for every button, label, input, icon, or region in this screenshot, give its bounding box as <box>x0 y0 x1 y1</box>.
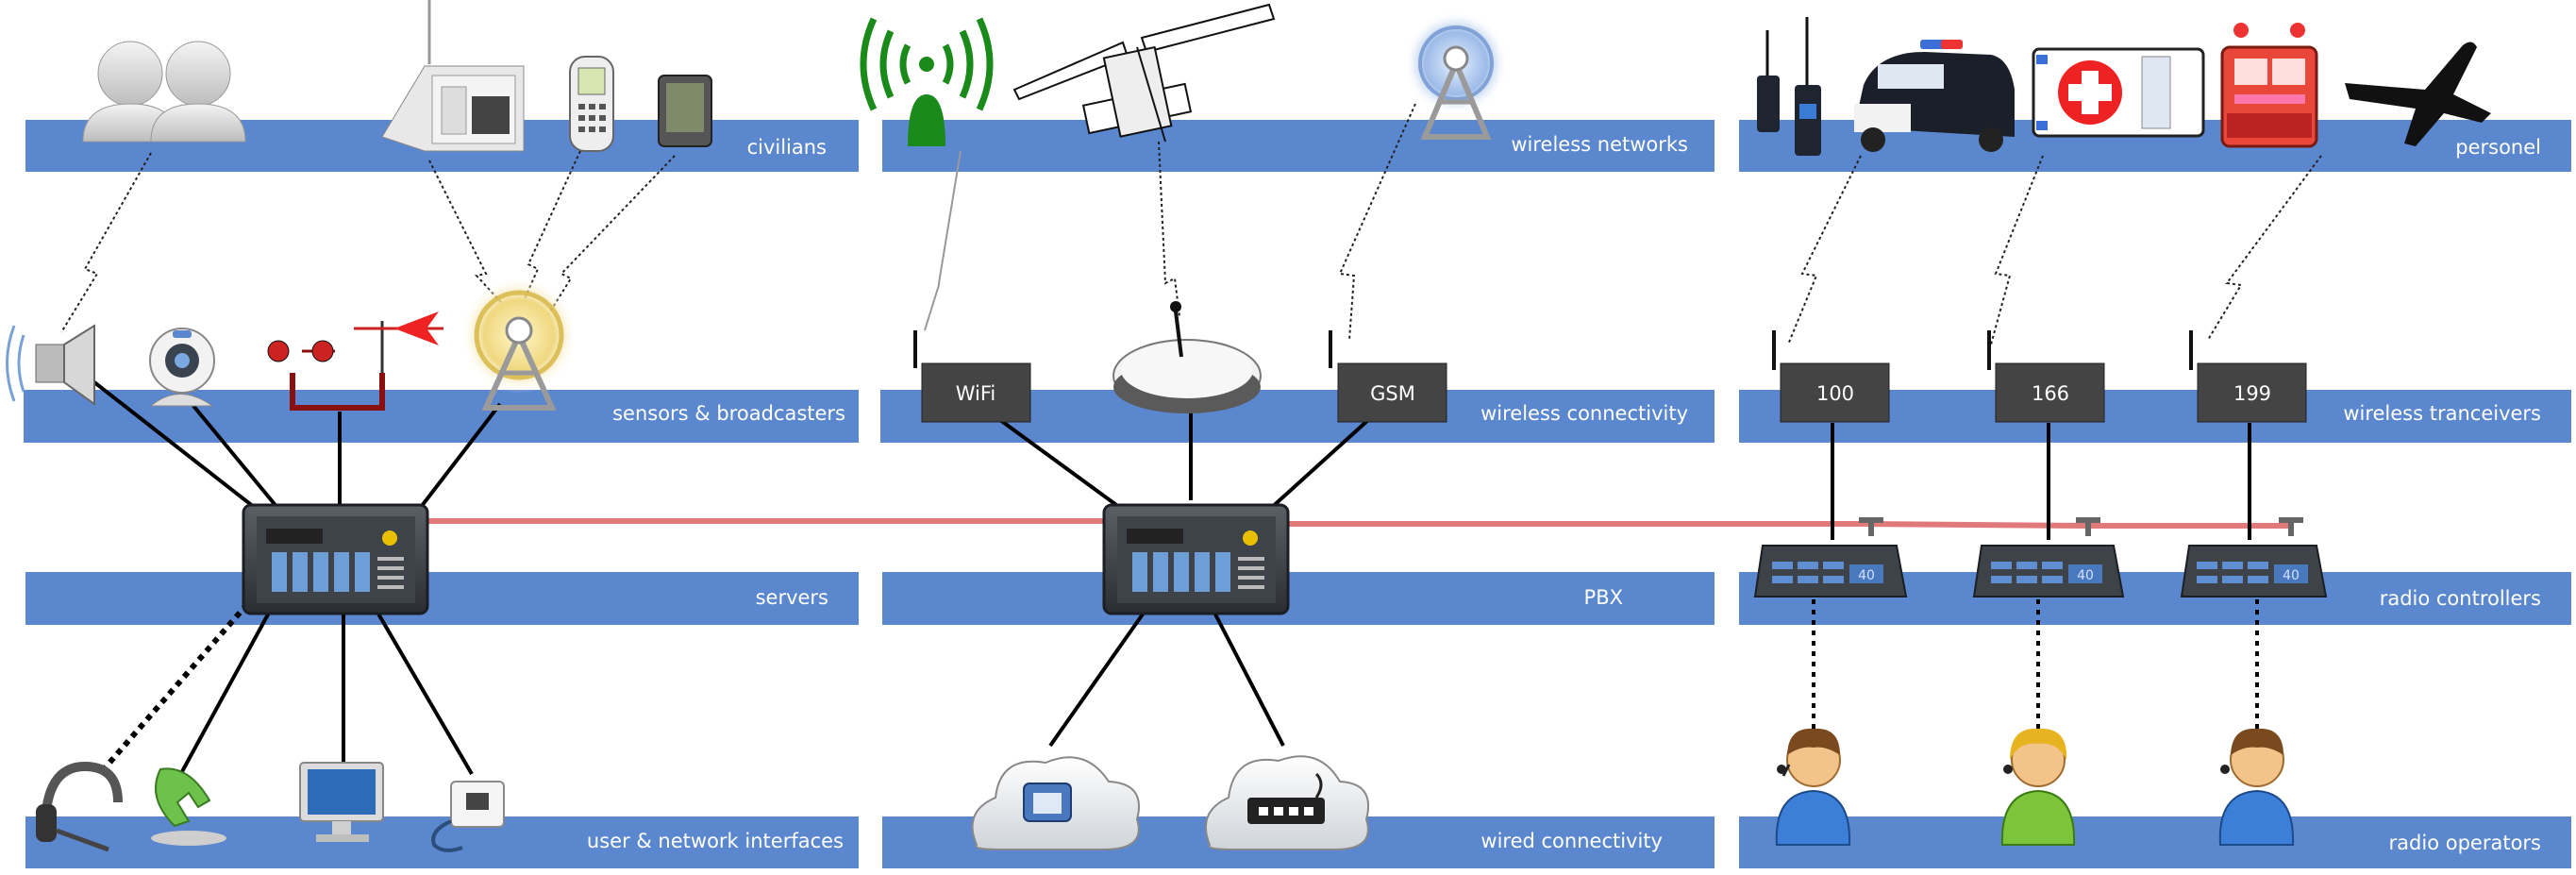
link-server-headset <box>101 602 250 771</box>
band-servers <box>25 572 859 625</box>
tranceiver-box-2: 166 <box>1987 330 2105 423</box>
link-wifi-pbx <box>998 418 1125 512</box>
band-label-sensors: sensors & broadcasters <box>612 402 845 425</box>
police-car-icon <box>1854 40 2015 152</box>
network-switch-cloud-icon <box>1205 755 1370 850</box>
phone-icon <box>151 767 226 846</box>
radio-controller-3: 40 <box>2180 517 2328 597</box>
wind-vane-icon <box>267 311 443 411</box>
band-label-wireless-connectivity: wireless connectivity <box>1480 402 1688 425</box>
telephone-cloud-icon <box>971 756 1140 850</box>
fire-truck-icon <box>2220 23 2318 148</box>
server-icon <box>242 503 429 615</box>
radio-operator-2-icon <box>2000 728 2076 846</box>
pbx-server-icon <box>1102 503 1290 615</box>
band-label-radio-controllers: radio controllers <box>2380 587 2541 610</box>
link-speaker-server <box>92 380 269 519</box>
radio-operator-1-icon <box>1775 728 1851 846</box>
band-label-personel: personel <box>2455 136 2541 159</box>
band-label-wireless-networks: wireless networks <box>1511 133 1688 156</box>
band-label-radio-operators: radio operators <box>2389 832 2541 854</box>
band-radio-operators <box>1739 816 2571 868</box>
ambulance-icon <box>2032 47 2205 138</box>
band-label-wired-connectivity: wired connectivity <box>1480 830 1663 852</box>
wlink-celltower-gsm <box>1338 103 1416 341</box>
wlink-pda-tower <box>546 155 676 317</box>
wifi-box: WiFi <box>913 330 1031 423</box>
wlink-civilians-speaker <box>60 152 152 333</box>
radio-controller-1: 40 <box>1753 517 1908 597</box>
tranceiver-label-2: 166 <box>2032 382 2069 405</box>
broadcast-tower-icon <box>460 277 577 411</box>
controller-display-2: 40 <box>2077 568 2094 583</box>
operator-links <box>1812 599 2259 732</box>
tranceiver-box-1: 100 <box>1772 330 1890 423</box>
walkie-talkie-icon <box>1757 17 1821 156</box>
headset-icon <box>36 761 123 852</box>
loudspeaker-icon <box>6 324 95 406</box>
wlink-wifi-antenna <box>924 150 962 331</box>
radio-operator-3-icon <box>2218 728 2295 846</box>
wifi-antenna-icon <box>860 17 994 146</box>
controller-display-3: 40 <box>2283 568 2300 583</box>
gsm-label: GSM <box>1370 382 1415 405</box>
trunk-line <box>415 518 2293 529</box>
airplane-icon <box>2345 42 2491 146</box>
radio-receiver-icon <box>381 0 525 152</box>
satellite-dish-icon <box>1112 301 1262 413</box>
band-label-pbx: PBX <box>1584 586 1623 609</box>
band-label-civilians: civilians <box>747 136 827 159</box>
band-wireless-networks <box>882 120 1715 172</box>
band-pbx <box>882 572 1715 625</box>
links <box>92 380 2251 786</box>
wlink-personel-tr1 <box>1787 155 1862 345</box>
cell-tower-icon <box>1404 11 1508 140</box>
band-label-servers: servers <box>756 586 828 609</box>
link-gsm-pbx <box>1267 418 1370 512</box>
band-label-interfaces: user & network interfaces <box>587 830 844 852</box>
tranceiver-label-1: 100 <box>1816 382 1854 405</box>
users-icon <box>82 41 246 143</box>
link-server-phone <box>173 603 276 786</box>
wlink-sat-dish <box>1158 141 1180 317</box>
wifi-label: WiFi <box>956 382 996 405</box>
link-webcam-server <box>192 404 285 516</box>
band-label-wireless-tranceivers: wireless tranceivers <box>2343 402 2541 425</box>
webcam-icon <box>149 328 215 407</box>
radio-controller-2: 40 <box>1972 517 2125 597</box>
tranceiver-label-3: 199 <box>2233 382 2271 405</box>
link-server-socket <box>371 602 474 776</box>
link-pbx-switchcloud <box>1211 608 1285 747</box>
controller-display-1: 40 <box>1858 568 1875 583</box>
tranceiver-box-3: 199 <box>2189 330 2307 423</box>
monitor-icon <box>299 762 384 842</box>
gsm-box: GSM <box>1329 330 1447 423</box>
satellite-icon <box>1012 3 1276 143</box>
wlink-mobile-tower <box>518 150 581 312</box>
network-socket-icon <box>431 781 505 852</box>
link-pbx-phonecloud <box>1048 607 1148 748</box>
pda-icon <box>658 75 712 147</box>
mobile-phone-icon <box>569 56 614 152</box>
wlink-personel-tr3 <box>2207 155 2322 341</box>
link-tower-server <box>413 402 502 516</box>
wlink-personel-tr2 <box>1990 155 2044 345</box>
